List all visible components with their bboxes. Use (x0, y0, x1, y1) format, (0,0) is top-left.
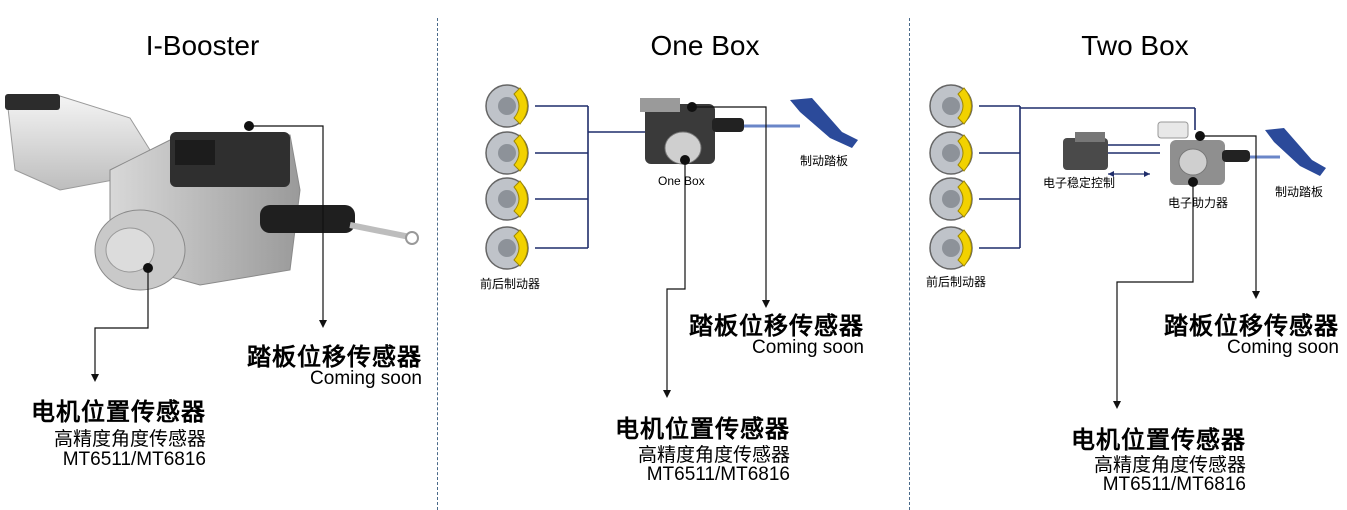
onebox-motor-sensor-title: 电机位置传感器 (615, 416, 790, 443)
twobox-pedal-sensor-status: Coming soon (1227, 337, 1339, 358)
onebox-brakes-label: 前后制动器 (480, 277, 541, 291)
twobox-brake-disc-4 (929, 226, 973, 270)
onebox-motor-sensor-parts: MT6511/MT6816 (646, 464, 790, 485)
twobox-esc-label: 电子稳定控制 (1043, 176, 1116, 190)
onebox-brake-disc-1 (485, 84, 529, 128)
onebox-pedal-label: 制动踏板 (800, 154, 849, 168)
onebox-brake-disc-4 (485, 226, 529, 270)
twobox-pedal-sensor-title: 踏板位移传感器 (1164, 313, 1339, 340)
onebox-pedal-sensor-title: 踏板位移传感器 (689, 313, 864, 340)
section-title-onebox: One Box (650, 30, 760, 61)
ibooster-pedal-sensor-status: Coming soon (310, 368, 422, 389)
twobox-motor-sensor-parts: MT6511/MT6816 (1102, 474, 1246, 495)
twobox-motor-sensor-desc: 高精度角度传感器 (1093, 455, 1246, 476)
ibooster-motor-sensor-desc: 高精度角度传感器 (53, 429, 206, 450)
twobox-brake-disc-3 (929, 177, 973, 221)
onebox-brake-disc-2 (485, 131, 529, 175)
twobox-brakes-label: 前后制动器 (926, 275, 987, 289)
section-divider-1 (437, 18, 438, 510)
ibooster-motor-sensor-title: 电机位置传感器 (31, 399, 206, 426)
onebox-pedal-sensor-status: Coming soon (752, 337, 864, 358)
twobox-brake-disc-2 (929, 131, 973, 175)
twobox-brake-disc-1 (929, 84, 973, 128)
twobox-booster-label: 电子助力器 (1168, 196, 1229, 210)
twobox-pedal-label: 制动踏板 (1275, 185, 1324, 199)
onebox-unit-label: One Box (658, 174, 705, 188)
onebox-motor-sensor-desc: 高精度角度传感器 (637, 445, 790, 466)
twobox-motor-sensor-title: 电机位置传感器 (1071, 427, 1246, 454)
ibooster-motor-sensor-parts: MT6511/MT6816 (62, 449, 206, 470)
ibooster-pedal-sensor-title: 踏板位移传感器 (247, 344, 422, 371)
onebox-brake-disc-3 (485, 177, 529, 221)
section-title-ibooster: I-Booster (145, 30, 260, 61)
section-divider-2 (909, 18, 910, 510)
section-title-twobox: Two Box (1081, 30, 1189, 61)
